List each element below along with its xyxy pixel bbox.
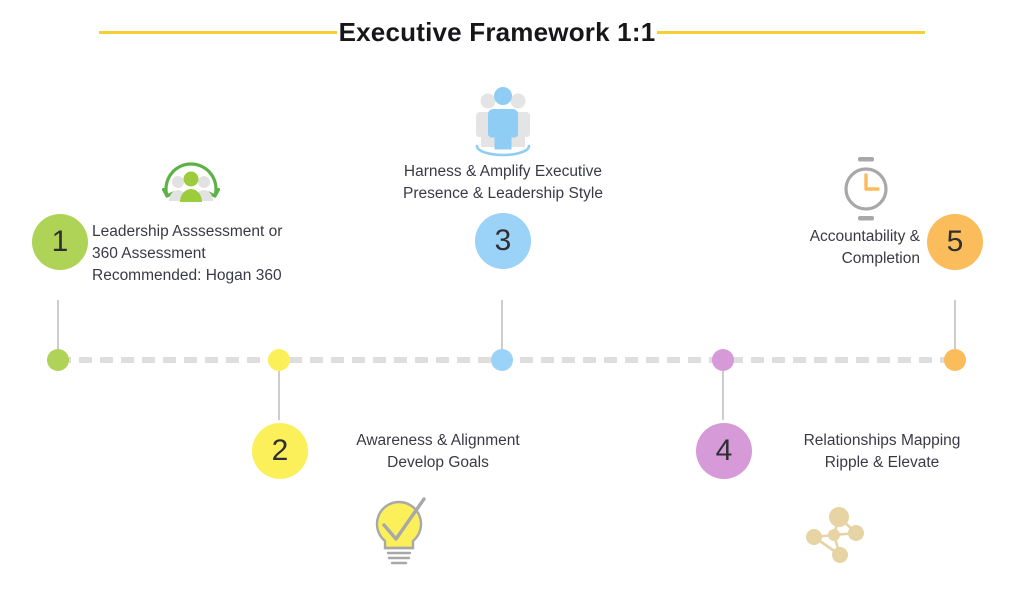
step-badge-4[interactable]: 4 bbox=[696, 423, 752, 479]
connector-stem-5 bbox=[954, 300, 956, 358]
timeline-dot-1[interactable] bbox=[47, 349, 69, 371]
step-badge-2[interactable]: 2 bbox=[252, 423, 308, 479]
step-badge-5[interactable]: 5 bbox=[927, 214, 983, 270]
step-badge-3[interactable]: 3 bbox=[475, 213, 531, 269]
network-nodes-icon bbox=[798, 499, 878, 569]
connector-stem-4 bbox=[722, 362, 724, 420]
title-bar: Executive Framework 1:1 bbox=[0, 14, 1024, 50]
title-rule-right bbox=[657, 30, 926, 34]
stopwatch-icon bbox=[836, 155, 896, 223]
timeline-dot-3[interactable] bbox=[491, 349, 513, 371]
page-title: Executive Framework 1:1 bbox=[338, 17, 656, 47]
lightbulb-check-icon bbox=[359, 492, 439, 576]
timeline-dot-5[interactable] bbox=[944, 349, 966, 371]
timeline-dot-2[interactable] bbox=[268, 349, 290, 371]
step-caption-5: Accountability & Completion bbox=[809, 228, 920, 267]
step-caption-3: Harness & Amplify Executive Presence & L… bbox=[403, 163, 603, 202]
timeline-dot-4[interactable] bbox=[712, 349, 734, 371]
title-rule-left bbox=[98, 30, 337, 34]
connector-stem-3 bbox=[501, 300, 503, 358]
step-badge-1[interactable]: 1 bbox=[32, 214, 88, 270]
people-refresh-icon bbox=[154, 152, 228, 226]
step-caption-2: Awareness & Alignment Develop Goals bbox=[356, 432, 520, 471]
group-presence-icon bbox=[461, 84, 545, 160]
connector-stem-2 bbox=[278, 362, 280, 420]
connector-stem-1 bbox=[57, 300, 59, 358]
step-caption-4: Relationships Mapping Ripple & Elevate bbox=[803, 432, 961, 471]
step-caption-1: Leadership Asssessment or 360 Assessment… bbox=[92, 223, 283, 284]
